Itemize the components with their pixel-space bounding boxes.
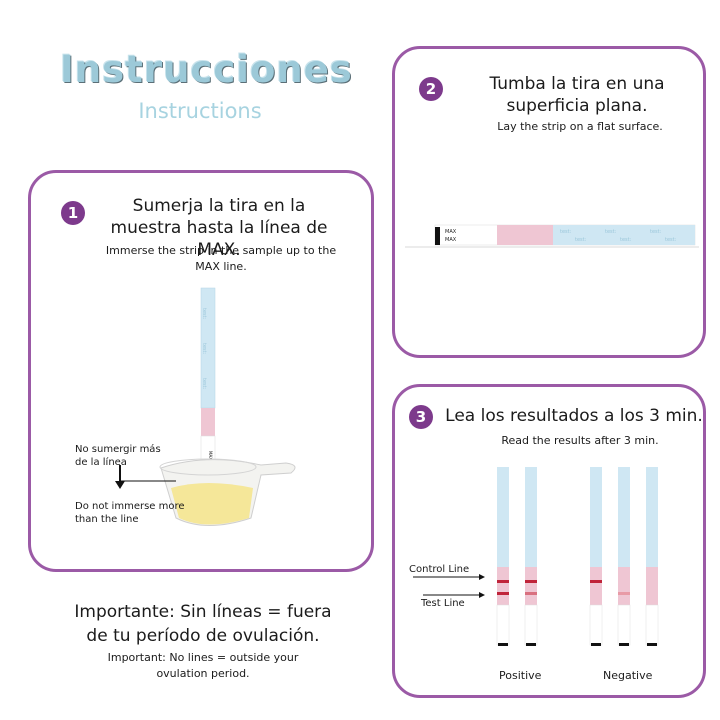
step2-title: Tumba la tira en una superficia plana. [489,74,665,116]
step2-strip-illustration: MAX MAX test: test: test: test: test: te… [405,224,699,248]
step1-warning-en: Do not immerse more than the line [75,501,185,525]
page-title: Instrucciones [60,48,353,91]
page-subtitle: Instructions [138,99,262,123]
step3-panel: 3 Lea los resultados a los 3 min. Read t… [392,384,706,698]
step1-warning-arrow [115,465,176,489]
step1-panel: 1 Sumerja la tira en la muestra hasta la… [28,170,374,572]
strip-max-label: MAX [445,229,457,235]
step1-badge: 1 [61,201,85,225]
step3-strips-illustration [413,467,659,646]
step1-title: Sumerja la tira en la muestra hasta la l… [110,196,328,260]
important-note-en: Important: No lines = outside your ovula… [107,651,299,680]
positive-label: Positive [499,669,542,682]
step2-panel: 2 Tumba la tira en una superficia plana.… [392,46,706,358]
strip-brand-text: test: [201,308,207,320]
control-line-label: Control Line [409,564,470,575]
strip-brand-text: test: [620,237,632,243]
negative-label: Negative [603,669,653,682]
step1-subtitle: Immerse the strip in the sample up to th… [105,244,337,273]
test-line-label: Test Line [421,598,465,609]
step3-badge: 3 [409,405,433,429]
strip-brand-text: test: [201,343,207,355]
important-note-es: Importante: Sin líneas = fuera de tu per… [74,602,332,646]
step3-subtitle: Read the results after 3 min. [501,434,659,447]
strip-brand-text: test: [650,229,662,235]
step1-illustration: test: test: test: MAX [159,287,296,526]
step2-subtitle: Lay the strip on a flat surface. [497,120,663,133]
strip-max-label: MAX [445,237,457,243]
strip-brand-text: test: [605,229,617,235]
step1-warning-es: No sumergir más de la línea [75,444,161,468]
strip-brand-text: test: [665,237,677,243]
strip-brand-text: test: [201,378,207,390]
step2-badge: 2 [419,77,443,101]
strip-brand-text: test: [560,229,572,235]
strip-max-label: MAX [208,451,213,460]
step3-title: Lea los resultados a los 3 min. [445,406,703,426]
strip-brand-text: test: [575,237,587,243]
